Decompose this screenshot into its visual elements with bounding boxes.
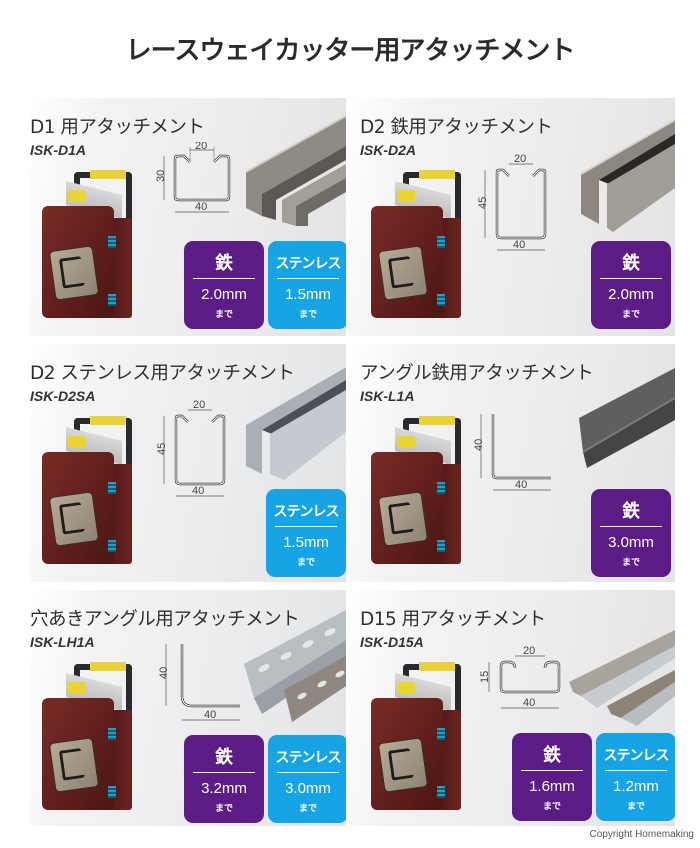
dimension-height-label: 40 (158, 667, 170, 679)
attachment-tool-image (367, 658, 467, 818)
dimension-diagram: 20 45 40 (475, 153, 555, 258)
stainless-capacity-badge: ステンレス 1.5mm まで (268, 241, 346, 329)
badge-label: ステンレス (603, 748, 670, 764)
iron-capacity-badge: 鉄 3.2mm まで (184, 735, 264, 823)
iron-capacity-badge: 鉄 3.0mm まで (591, 489, 671, 577)
attachment-panel-d2-stainless: D2 ステンレス用アタッチメント ISK-D2SA 20 45 40 ステンレス… (30, 344, 346, 582)
model-number: ISK-L1A (360, 388, 415, 404)
badge-suffix: まで (298, 804, 317, 814)
dimension-height-label: 30 (155, 170, 167, 182)
dimension-diagram: 20 45 40 (154, 399, 234, 504)
badge-value: 1.5mm (283, 534, 329, 551)
iron-capacity-badge: 鉄 2.0mm まで (184, 241, 264, 329)
panel-title: D2 ステンレス用アタッチメント (30, 363, 295, 384)
stainless-capacity-badge: ステンレス 3.0mm まで (268, 735, 346, 823)
stainless-capacity-badge: ステンレス 1.2mm まで (596, 733, 675, 821)
steel-profile-photo (242, 115, 346, 230)
dimension-top-label: 20 (514, 154, 526, 165)
badge-value: 1.5mm (285, 286, 331, 303)
badge-suffix: まで (298, 310, 317, 320)
iron-capacity-badge: 鉄 1.6mm まで (512, 733, 592, 821)
badge-label: ステンレス (273, 504, 340, 520)
attachment-tool-image (367, 166, 467, 326)
dimension-width-label: 40 (513, 239, 525, 251)
attachment-tool-image (367, 412, 467, 572)
badge-suffix: まで (621, 558, 640, 568)
badge-value: 1.2mm (613, 778, 659, 795)
stainless-capacity-badge: ステンレス 1.5mm まで (266, 489, 346, 577)
badge-label: 鉄 (215, 747, 233, 768)
dimension-width-label: 40 (523, 697, 535, 709)
badge-label: 鉄 (543, 745, 561, 766)
badge-suffix: まで (296, 558, 315, 568)
attachment-panel-perforated-angle: 穴あきアングル用アタッチメント ISK-LH1A 40 40 (30, 590, 346, 826)
iron-capacity-badge: 鉄 2.0mm まで (591, 241, 671, 329)
dimension-width-label: 40 (192, 485, 204, 497)
dimension-top-label: 20 (195, 142, 207, 152)
badge-label: 鉄 (622, 501, 640, 522)
badge-label: 鉄 (215, 253, 233, 274)
badge-label: 鉄 (622, 253, 640, 274)
attachment-tool-image (38, 658, 138, 818)
dimension-top-label: 20 (523, 646, 535, 657)
steel-profile-photo (577, 114, 675, 238)
badge-label: ステンレス (275, 256, 342, 272)
panel-title: 穴あきアングル用アタッチメント (30, 609, 300, 630)
attachment-panel-d1: D1 用アタッチメント ISK-D1A 20 30 40 鉄 (30, 98, 346, 336)
badge-value: 3.2mm (201, 780, 247, 797)
copyright-notice: Copyright Homemaking (589, 829, 695, 840)
panel-title: D1 用アタッチメント (30, 117, 205, 138)
model-number: ISK-D1A (30, 142, 87, 158)
dimension-height-label: 45 (477, 197, 489, 209)
attachment-panel-d15: D15 用アタッチメント ISK-D15A 20 15 40 鉄 1.6mm (349, 590, 675, 826)
panel-title: D2 鉄用アタッチメント (360, 117, 553, 138)
badge-label: ステンレス (275, 750, 342, 766)
attachment-tool-image (38, 166, 138, 326)
dimension-diagram: 40 40 (473, 404, 563, 508)
dimension-diagram: 20 15 40 (475, 645, 575, 720)
model-number: ISK-D15A (360, 634, 424, 650)
dimension-height-label: 15 (479, 671, 491, 683)
badge-value: 1.6mm (529, 778, 575, 795)
dimension-width-label: 40 (195, 201, 207, 213)
badge-suffix: まで (626, 802, 645, 812)
model-number: ISK-D2A (360, 142, 417, 158)
steel-profile-photo (577, 368, 675, 472)
badge-value: 2.0mm (201, 286, 247, 303)
dimension-height-label: 45 (156, 443, 168, 455)
badge-suffix: まで (621, 310, 640, 320)
badge-value: 2.0mm (608, 286, 654, 303)
badge-suffix: まで (542, 802, 561, 812)
steel-profile-photo (567, 630, 675, 734)
badge-suffix: まで (214, 310, 233, 320)
panel-title: D15 用アタッチメント (360, 609, 546, 630)
badge-value: 3.0mm (285, 780, 331, 797)
dimension-diagram: 40 40 (152, 634, 242, 738)
badge-suffix: まで (214, 804, 233, 814)
attachment-panel-angle-iron: アングル鉄用アタッチメント ISK-L1A 40 40 鉄 3.0mm まで (349, 344, 675, 582)
panel-title: アングル鉄用アタッチメント (360, 363, 594, 384)
page-title: レースウェイカッター用アタッチメント (125, 36, 576, 66)
badge-value: 3.0mm (608, 534, 654, 551)
dimension-top-label: 20 (193, 400, 205, 411)
dimension-width-label: 40 (515, 479, 527, 491)
steel-profile-photo (242, 610, 346, 730)
model-number: ISK-D2SA (30, 388, 96, 404)
attachment-panel-d2-iron: D2 鉄用アタッチメント ISK-D2A 20 45 40 鉄 2.0mm ま (349, 98, 675, 336)
dimension-diagram: 20 30 40 (152, 140, 242, 222)
dimension-height-label: 40 (473, 439, 485, 451)
model-number: ISK-LH1A (30, 634, 95, 650)
attachment-tool-image (38, 412, 138, 572)
dimension-width-label: 40 (204, 709, 216, 721)
steel-profile-photo (244, 364, 346, 488)
